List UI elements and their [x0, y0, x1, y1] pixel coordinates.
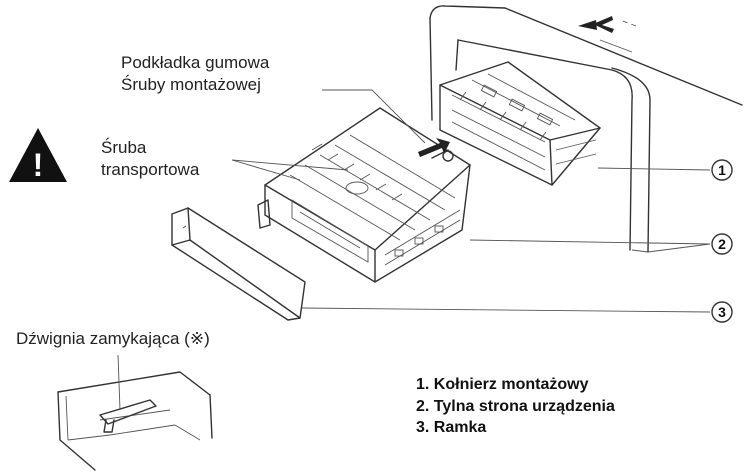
locking-lever-label: Dźwignia zamykająca (※): [16, 329, 210, 348]
legend-item-1: 1. Kołnierz montażowy: [416, 376, 589, 393]
mounting-screw: [418, 138, 454, 162]
transport-screw-label-line1: Śruba: [101, 138, 147, 157]
callout-2: 2: [711, 233, 733, 255]
legend-item-2: 2. Tylna strona urządzenia: [416, 397, 615, 415]
mounting-sleeve: [439, 61, 601, 186]
warning-symbol: !: [33, 147, 44, 183]
dashboard-panel: [429, 5, 743, 253]
rubber-washer-label-line1: Podkładka gumowa: [121, 53, 270, 72]
callout-3-number: 3: [718, 304, 726, 320]
callout-3: 3: [711, 301, 733, 323]
locking-lever-detail: [57, 354, 213, 471]
arrow-left-icon: [578, 16, 614, 33]
callout-1-number: 1: [718, 162, 726, 178]
transport-screw-label-line2: transportowa: [101, 160, 200, 179]
leader-lines: [231, 89, 711, 313]
callout-2-number: 2: [718, 236, 726, 252]
rubber-washer-label-line2: Śruby montażowej: [121, 75, 261, 94]
head-unit: [257, 107, 471, 283]
callout-1: 1: [711, 159, 733, 181]
warning-triangle-icon: !: [9, 128, 67, 183]
legend: 1. Kołnierz montażowy 2. Tylna strona ur…: [416, 374, 615, 439]
legend-item-3: 3. Ramka: [416, 419, 487, 436]
trim-frame: [171, 207, 306, 321]
